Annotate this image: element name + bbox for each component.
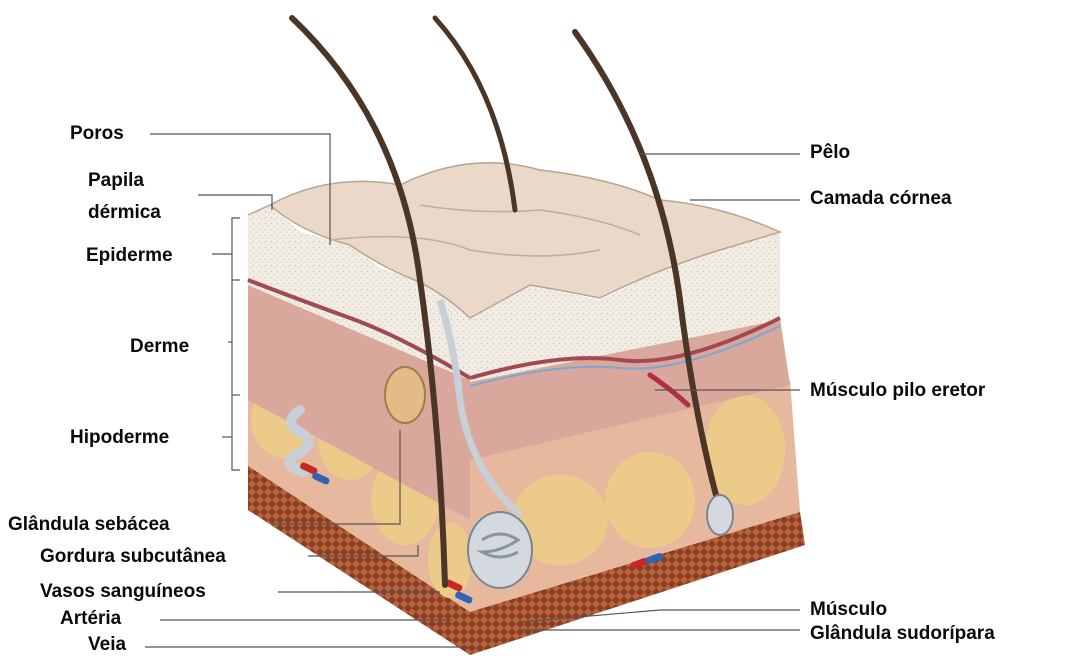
label-veia: Veia — [88, 634, 126, 656]
label-vasos-sanguineos: Vasos sanguíneos — [40, 581, 206, 603]
label-musculo-pilo-eretor: Músculo pilo eretor — [810, 380, 985, 402]
label-hipoderme: Hipoderme — [70, 427, 169, 449]
label-musculo: Músculo — [810, 599, 887, 621]
label-glandula-sudoripara: Glândula sudorípara — [810, 623, 995, 645]
sebaceous-gland — [385, 367, 425, 423]
layer-bracket — [232, 218, 240, 470]
label-camada-cornea: Camada córnea — [810, 188, 952, 210]
label-pelo: Pêlo — [810, 142, 850, 164]
hair-bulb — [707, 495, 733, 535]
label-glandula-sebacea: Glândula sebácea — [8, 514, 170, 536]
label-papila-line2: dérmica — [88, 202, 161, 224]
label-poros: Poros — [70, 123, 124, 145]
label-derme: Derme — [130, 336, 189, 358]
fat-lobule — [605, 452, 695, 548]
label-arteria: Artéria — [60, 608, 121, 630]
label-papila-line1: Papila — [88, 170, 144, 192]
label-gordura-subcutanea: Gordura subcutânea — [40, 546, 226, 568]
label-epiderme: Epiderme — [86, 245, 173, 267]
